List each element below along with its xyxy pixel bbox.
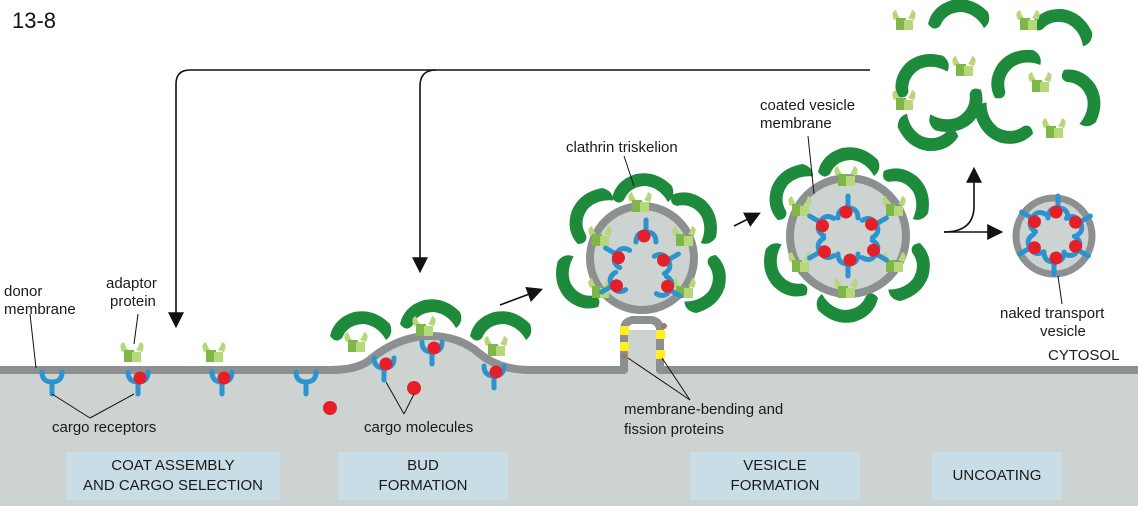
cargo-molecule — [407, 381, 421, 395]
label-naked-transport-vesicle-2: vesicle — [1040, 323, 1086, 340]
stage2-bud-formation — [330, 299, 532, 395]
label-coated-vesicle-membrane-1: coated vesicle — [760, 97, 855, 114]
step-arrow — [499, 287, 543, 306]
label-cargo-molecules: cargo molecules — [364, 419, 473, 436]
clathrin-coat-arc — [330, 311, 392, 341]
stage-box-coat-assembly: COAT ASSEMBLY AND CARGO SELECTION — [66, 452, 280, 500]
adaptor-protein — [412, 316, 436, 336]
stage-box-uncoating: UNCOATING — [932, 452, 1062, 500]
clathrin-coat-arc — [470, 311, 532, 341]
figure-number: 13-8 — [12, 8, 56, 33]
adaptor-protein — [202, 342, 226, 362]
stage1-coat-assembly — [42, 342, 337, 415]
released-coat-components — [884, 0, 1109, 160]
label-clathrin-triskelion: clathrin triskelion — [566, 139, 678, 156]
recycling-arrow — [168, 69, 870, 329]
label-coated-vesicle-membrane-2: membrane — [760, 115, 832, 132]
label-membrane-bending-1: membrane-bending and — [624, 401, 783, 418]
label-cargo-receptors: cargo receptors — [52, 419, 156, 436]
donor-membrane — [0, 316, 1138, 374]
label-donor-membrane-1: donor — [4, 283, 42, 300]
label-donor-membrane-2: membrane — [4, 301, 76, 318]
adaptor-protein — [484, 336, 508, 356]
adaptor-protein — [120, 342, 144, 362]
cargo-molecule — [323, 401, 337, 415]
leader-lines — [29, 135, 1063, 419]
label-adaptor-protein-1: adaptor — [106, 275, 157, 292]
stage-box-bud-formation: BUD FORMATION — [338, 452, 508, 500]
stage-box-vesicle-formation: VESICLE FORMATION — [690, 452, 860, 500]
adaptor-protein — [344, 332, 368, 352]
stage3-vesicle-formation — [546, 173, 738, 359]
label-naked-transport-vesicle-1: naked transport — [1000, 305, 1105, 322]
coated-vesicle — [754, 147, 942, 323]
uncoating-arrow — [943, 166, 982, 233]
label-membrane-bending-2: fission proteins — [624, 421, 724, 438]
label-cytosol: CYTOSOL — [1048, 347, 1119, 364]
label-adaptor-protein-2: protein — [110, 293, 156, 310]
step-arrow — [733, 212, 761, 227]
naked-transport-vesicle — [1015, 196, 1096, 278]
